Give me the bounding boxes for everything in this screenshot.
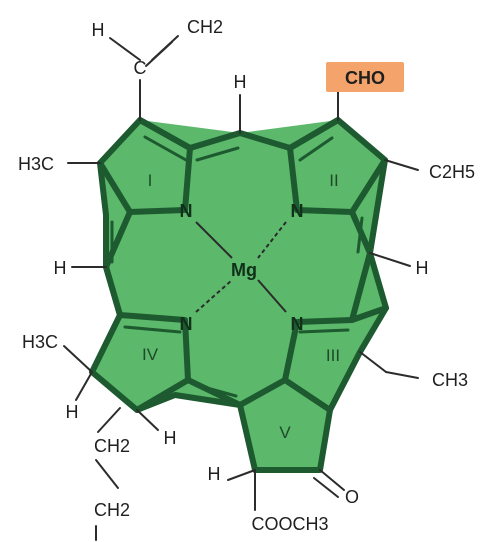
methyl-bond xyxy=(385,371,419,379)
ethyl-bond xyxy=(384,159,419,171)
macrocycle-fill xyxy=(92,120,386,470)
double-bonds xyxy=(110,135,364,398)
c2h5-label: C2H5 xyxy=(429,162,475,182)
mg-n-dashed xyxy=(257,221,287,259)
double-bond xyxy=(356,216,364,254)
vinyl-bond xyxy=(109,37,141,61)
oxygen-label: O xyxy=(345,487,359,507)
double-bond xyxy=(298,136,334,162)
ring-label-iv: IV xyxy=(142,345,159,364)
vinyl-bond xyxy=(145,41,173,67)
double-bond xyxy=(298,328,350,334)
methyl-bond xyxy=(63,345,93,373)
chain-bond xyxy=(95,459,119,489)
double-bond xyxy=(123,325,182,334)
mg-n-bond xyxy=(195,221,233,259)
h-bond xyxy=(369,252,411,267)
substituent-bonds xyxy=(63,35,419,541)
h-ring-iv-label: H xyxy=(164,428,177,448)
n-atom-3: N xyxy=(180,314,193,334)
ch2-label-1: CH2 xyxy=(94,436,130,456)
h3c-left-label: H3C xyxy=(18,154,54,174)
vinyl-c-label: C xyxy=(134,58,147,78)
h-right-label: H xyxy=(416,258,429,278)
ring-i-bonds xyxy=(97,117,193,215)
ch2-label-2: CH2 xyxy=(94,500,130,520)
ketone-bond xyxy=(313,477,339,498)
double-bond xyxy=(143,135,188,162)
n-atom-1: N xyxy=(180,201,193,221)
mg-n-dashed xyxy=(195,279,233,313)
h3c-lower-label: H3C xyxy=(22,332,58,352)
ch3-right-label: CH3 xyxy=(432,370,468,390)
ring-label-i: I xyxy=(148,171,153,190)
double-bond xyxy=(198,384,238,398)
cho-highlight xyxy=(326,62,404,92)
mg-atom: Mg xyxy=(231,260,257,280)
top-h-label: H xyxy=(234,72,247,92)
ketone-bond xyxy=(319,469,345,491)
ring-label-ii: II xyxy=(329,171,338,190)
h-ring-v-label: H xyxy=(208,464,221,484)
h-bond xyxy=(227,469,256,481)
ring-label-iii: III xyxy=(326,346,340,365)
h-bond xyxy=(75,371,93,401)
h-left-label: H xyxy=(54,258,67,278)
mg-n-bond xyxy=(257,279,287,313)
double-bond xyxy=(195,146,240,162)
cho-label: CHO xyxy=(345,68,385,88)
vinyl-ch2-label: CH2 xyxy=(187,17,223,37)
n-atom-4: N xyxy=(291,314,304,334)
h-below-c-label: H xyxy=(66,402,79,422)
n-atom-2: N xyxy=(291,201,304,221)
chain-bond xyxy=(136,409,159,431)
vinyl-h-label: H xyxy=(92,20,105,40)
ring-ii-bonds xyxy=(287,117,388,215)
ring-label-v: V xyxy=(279,423,291,442)
mg-coordination xyxy=(195,221,287,313)
cooch3-label: COOCH3 xyxy=(251,514,328,534)
chain-bond xyxy=(97,407,121,433)
methyl-bond xyxy=(359,351,387,373)
